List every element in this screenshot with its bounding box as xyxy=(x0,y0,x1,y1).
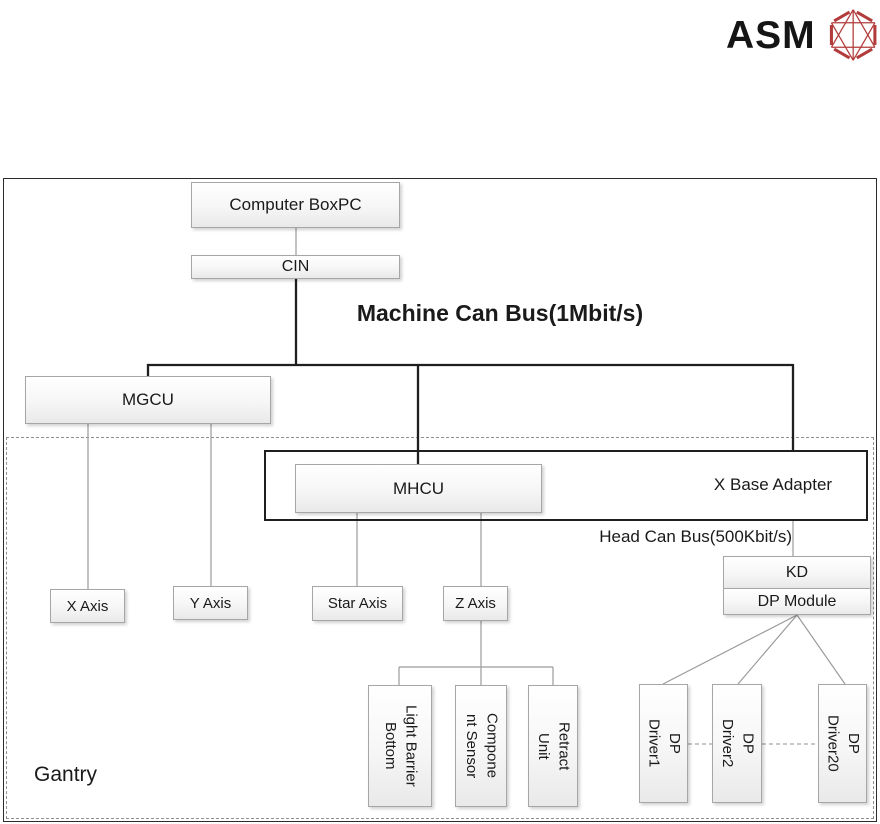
asm-logo-text: ASM xyxy=(726,13,816,57)
x-base-adapter-container xyxy=(264,450,868,521)
node-dp-driver20: DP Driver20 xyxy=(818,684,867,803)
node-dp-driver1-line2: Driver1 xyxy=(645,719,663,768)
node-y-axis: Y Axis xyxy=(173,586,248,620)
node-component-sensor-line2: nt Sensor xyxy=(463,713,480,779)
node-retract-unit-line2: Unit xyxy=(535,732,552,760)
node-retract-unit-line1: Retract xyxy=(555,721,573,771)
gantry-region-border xyxy=(6,437,874,819)
node-dp-driver20-line1: DP xyxy=(844,733,862,754)
node-component-sensor: Compone nt Sensor xyxy=(455,685,507,807)
node-dp-module: DP Module xyxy=(723,588,871,615)
node-dp-driver1: DP Driver1 xyxy=(639,684,688,803)
node-light-barrier-line2: Bottom xyxy=(382,722,399,770)
machine-can-bus-label: Machine Can Bus(1Mbit/s) xyxy=(356,300,644,326)
node-dp-driver20-line2: Driver20 xyxy=(824,715,842,772)
node-star-axis: Star Axis xyxy=(312,586,403,621)
node-kd: KD xyxy=(723,556,871,589)
head-can-bus-label: Head Can Bus(500Kbit/s) xyxy=(599,527,792,546)
connector-dpmodule-driver2 xyxy=(737,614,798,685)
node-mhcu: MHCU xyxy=(295,464,542,513)
connector-dpmodule-driver1 xyxy=(662,614,798,685)
node-light-barrier-line1: Light Barrier xyxy=(402,705,420,787)
node-retract-unit: Retract Unit xyxy=(528,685,578,807)
node-component-sensor-line1: Compone xyxy=(483,713,501,779)
node-mgcu: MGCU xyxy=(25,376,271,424)
node-dp-driver2-line1: DP xyxy=(739,733,757,754)
node-computer-boxpc: Computer BoxPC xyxy=(191,182,400,228)
node-light-barrier-bottom: Light Barrier Bottom xyxy=(368,685,432,807)
node-dp-driver2: DP Driver2 xyxy=(712,684,762,803)
asm-logo: ASM xyxy=(726,2,880,68)
connector-dpmodule-driver20 xyxy=(796,614,846,685)
x-base-adapter-label: X Base Adapter xyxy=(713,475,833,494)
node-dp-driver2-line2: Driver2 xyxy=(719,719,736,768)
node-z-axis: Z Axis xyxy=(443,586,508,621)
node-dp-driver1-line1: DP xyxy=(665,733,683,754)
diagram-frame xyxy=(3,178,877,822)
node-x-axis: X Axis xyxy=(50,589,125,623)
gantry-label: Gantry xyxy=(34,763,98,786)
asm-hexagon-icon xyxy=(829,9,877,61)
node-cin: CIN xyxy=(191,255,400,279)
